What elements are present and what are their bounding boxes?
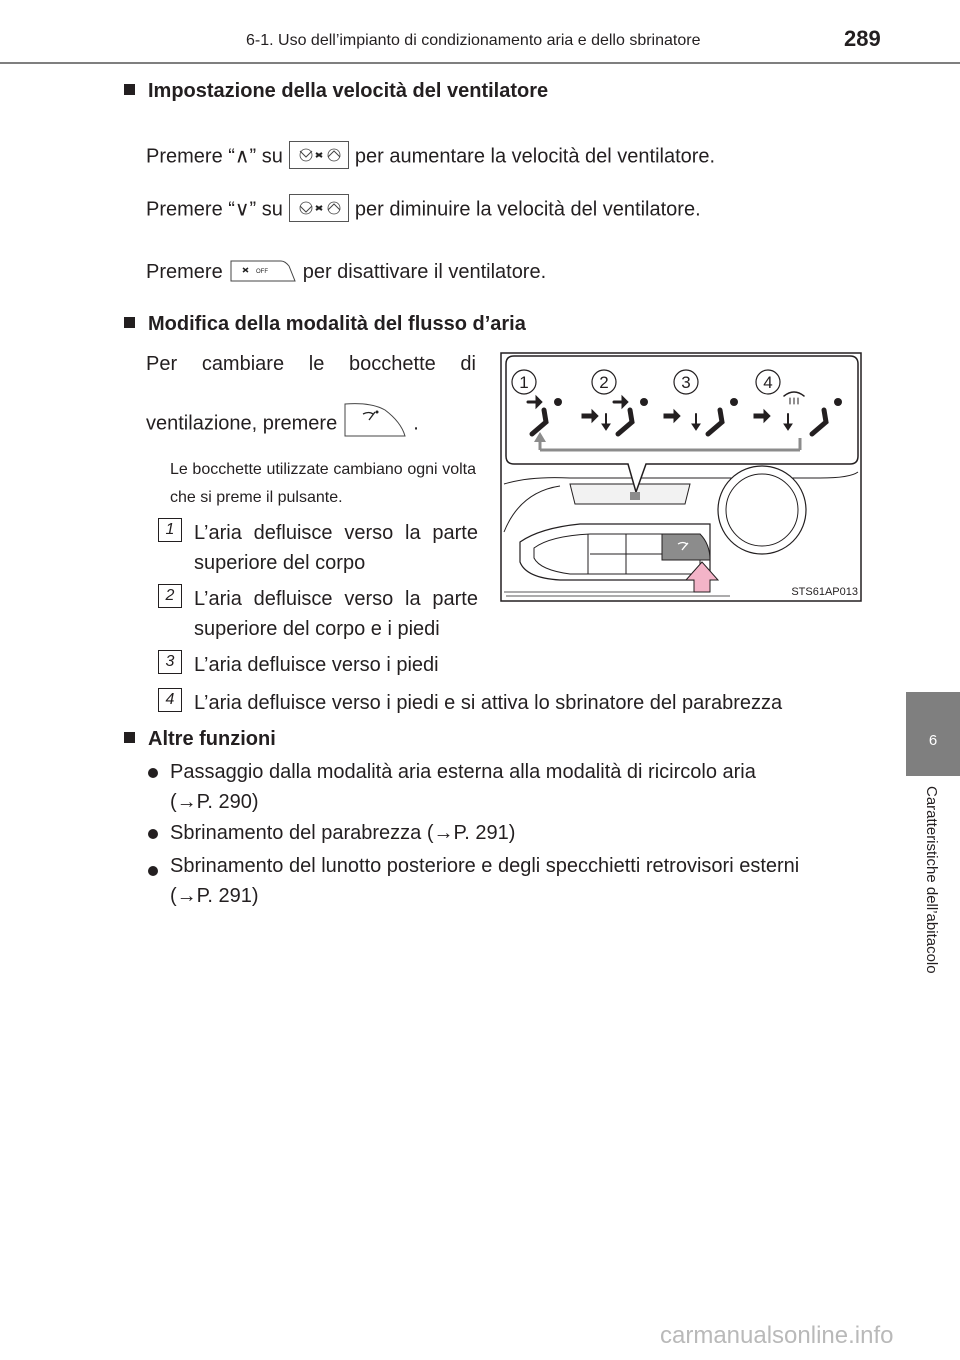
airflow-mode-heading: Modifica della modalità del flusso d’ari… (124, 313, 526, 336)
bullet-icon (148, 768, 158, 778)
callout-number: 1 (519, 373, 528, 392)
airflow-feet-defrost-icon (783, 391, 842, 437)
page-reference-link[interactable]: (→P. 290) (170, 791, 259, 813)
fan-off-instruction: Premere OFF per disattivare il ventilato… (146, 259, 546, 286)
callout-number: 2 (599, 373, 608, 392)
heading-square-icon (124, 317, 135, 328)
heading-square-icon (124, 84, 135, 95)
page-reference-link[interactable]: (→P. 291) (170, 885, 259, 907)
chapter-tab: 6 (906, 692, 960, 776)
figure-code: STS61AP013 (791, 586, 858, 598)
other-functions-heading: Altre funzioni (124, 728, 276, 751)
bullet-icon (148, 866, 158, 876)
chapter-number: 6 (928, 732, 938, 749)
watermark: carmanualsonline.info (660, 1322, 894, 1349)
fan-off-button-icon: OFF (229, 258, 297, 284)
mode-description: L’aria defluisce verso la parte superior… (194, 522, 478, 574)
other-function-item: Sbrinamento del lunotto posteriore e deg… (170, 851, 860, 911)
other-function-item: Sbrinamento del parabrezza (→P. 291) (170, 822, 516, 844)
heading-square-icon (124, 732, 135, 743)
header-section-title: 6-1. Uso dell’impianto di condizionament… (246, 32, 701, 49)
mode-number-badge: 4 (158, 688, 182, 712)
mode-number-badge: 1 (158, 518, 182, 542)
fan-decrease-instruction: Premere “∨” su per diminuire la velocità… (146, 194, 701, 224)
other-function-item: Passaggio dalla modalità aria esterna al… (170, 757, 850, 817)
chapter-label: Caratteristiche dell’abitacolo (923, 786, 940, 974)
airflow-intro-line2: ventilazione, premere . (146, 403, 419, 444)
airflow-feet-icon (691, 398, 738, 437)
fan-increase-instruction: Premere “∧” su per aumentare la velocità… (146, 141, 715, 171)
mode-description: L’aria defluisce verso la parte superior… (194, 588, 478, 640)
airflow-intro-line1: Per cambiare le bocchette di (146, 353, 476, 375)
page-number: 289 (844, 26, 881, 51)
airflow-note: Le bocchette utilizzate cambiano ogni vo… (170, 461, 476, 506)
mode-description: L’aria defluisce verso i piedi e si atti… (194, 692, 783, 714)
mode-number-badge: 3 (158, 650, 182, 674)
airflow-mode-button-icon (341, 400, 409, 440)
airflow-mode-illustration: 1 2 3 4 (500, 352, 862, 602)
airflow-upper-body-feet-icon (601, 394, 648, 437)
bullet-icon (148, 829, 158, 839)
airflow-upper-body-icon (526, 394, 562, 437)
callout-number: 4 (763, 373, 772, 392)
fan-speed-button-icon (288, 141, 349, 169)
svg-text:OFF: OFF (256, 269, 268, 275)
callout-number: 3 (681, 373, 690, 392)
header-divider (0, 62, 960, 64)
mode-description: L’aria defluisce verso i piedi (194, 654, 439, 676)
fan-speed-button-icon (288, 194, 349, 222)
fan-speed-heading: Impostazione della velocità del ventilat… (124, 80, 548, 103)
mode-number-badge: 2 (158, 584, 182, 608)
